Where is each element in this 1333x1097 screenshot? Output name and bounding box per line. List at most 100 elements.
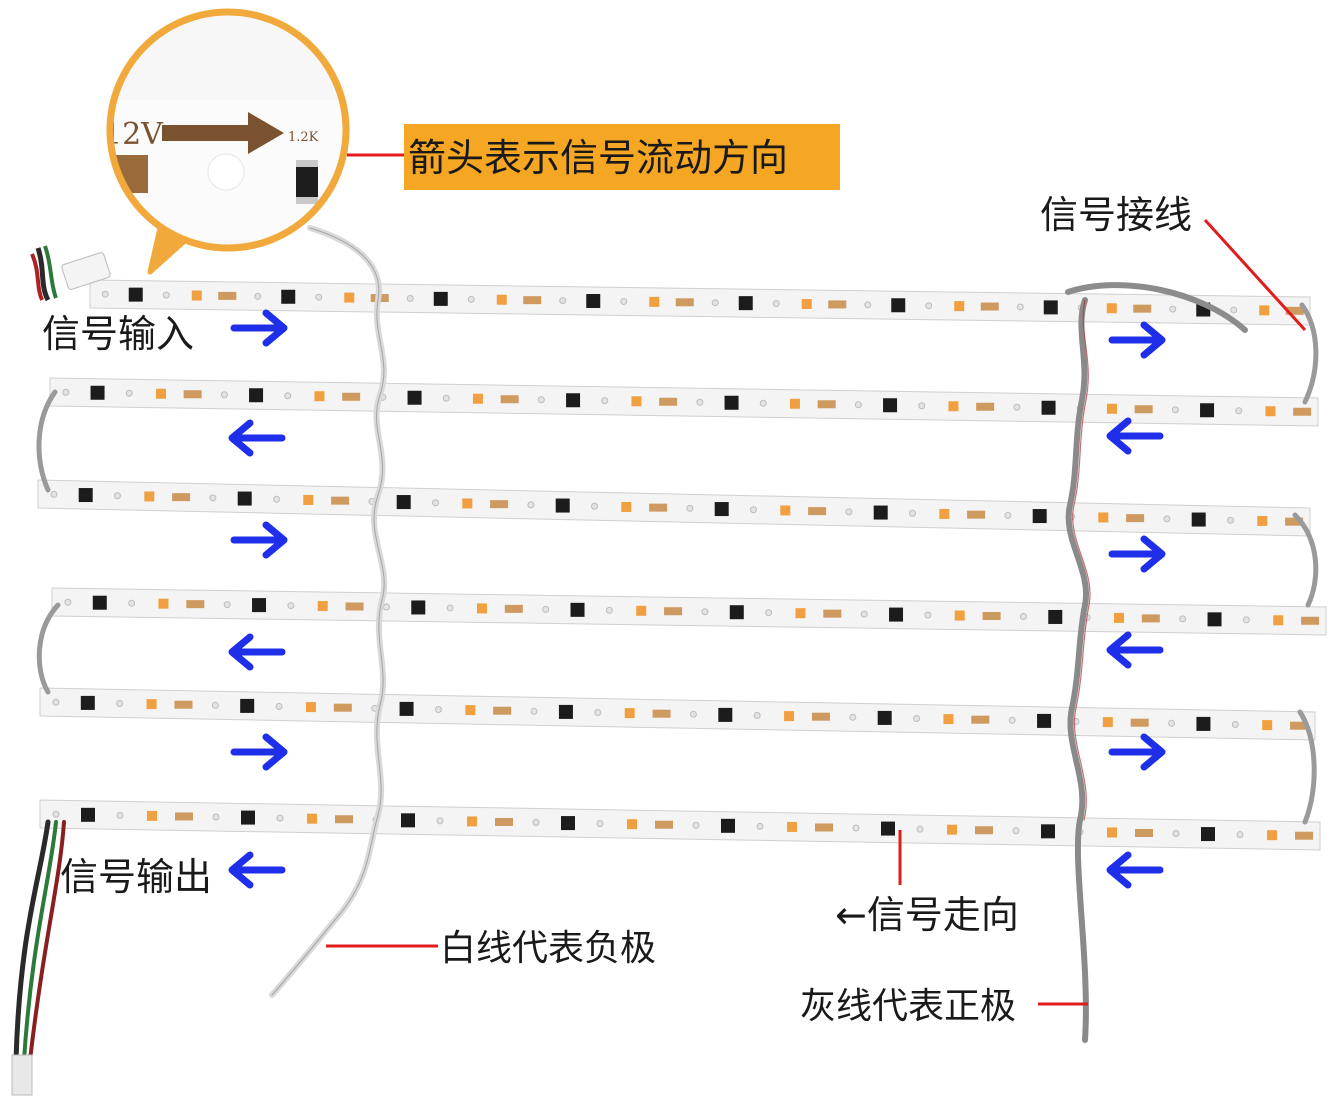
flow-arrow-left xyxy=(228,851,286,889)
solder-pads xyxy=(218,291,237,300)
solder-pads xyxy=(186,600,205,609)
smd-part xyxy=(1019,612,1027,620)
solder-pads xyxy=(655,820,673,829)
solder-pads xyxy=(976,402,995,411)
signal-jumper-wire xyxy=(1065,282,1248,333)
ic-chip xyxy=(891,298,906,313)
ic-chip xyxy=(81,807,95,822)
solder-pads xyxy=(649,503,668,512)
smd-part xyxy=(559,297,567,305)
solder-pads xyxy=(811,712,830,721)
flow-arrow-right xyxy=(1108,535,1166,573)
smd-part xyxy=(1171,406,1179,414)
smd-part xyxy=(212,813,220,821)
led xyxy=(1113,612,1124,623)
smd-part xyxy=(860,610,868,618)
output-leads xyxy=(11,819,66,1096)
led xyxy=(467,816,477,827)
ic-chip xyxy=(586,294,601,309)
white-wire-callout: 白线代表负极 xyxy=(326,928,656,969)
led xyxy=(789,398,800,409)
smd-part xyxy=(315,293,323,301)
ic-chip xyxy=(401,813,415,828)
smd-part xyxy=(925,302,933,310)
led xyxy=(1267,830,1277,841)
smd-part xyxy=(924,611,932,619)
led xyxy=(947,824,957,835)
smd-part xyxy=(542,605,550,613)
led xyxy=(636,605,647,616)
smd-part xyxy=(530,707,538,715)
smd-part xyxy=(162,291,170,299)
led xyxy=(627,819,637,830)
led xyxy=(1259,305,1270,316)
strip-board xyxy=(39,799,1321,851)
led-strip xyxy=(39,687,1316,741)
flow-arrow-right xyxy=(1108,733,1166,771)
ic-chip xyxy=(240,698,255,713)
solder-pads xyxy=(1133,304,1152,313)
solder-pads xyxy=(1301,616,1320,625)
led-strips xyxy=(37,279,1327,851)
led-strip xyxy=(49,377,1319,427)
led xyxy=(1106,303,1117,314)
solder-pads xyxy=(335,815,353,824)
led xyxy=(801,298,812,309)
gray-wire-callout: 灰线代表正极 xyxy=(800,986,1088,1027)
smd-part xyxy=(1236,831,1244,839)
smd-part xyxy=(620,297,628,305)
solder-pads xyxy=(980,302,999,311)
strip-board xyxy=(51,587,1327,636)
led xyxy=(1273,615,1284,626)
magnifier-arrow-shaft xyxy=(162,125,250,141)
signal-output-label: 信号输出 xyxy=(60,855,212,899)
ic-chip xyxy=(1041,400,1056,415)
smd-part xyxy=(1242,616,1250,624)
solder-pads xyxy=(175,812,193,821)
jumper-left-4-5 xyxy=(36,602,61,695)
solder-pads xyxy=(808,507,827,516)
led xyxy=(943,714,954,725)
white-wire-shadow xyxy=(271,227,385,996)
led xyxy=(954,301,965,312)
smd-part xyxy=(434,706,442,713)
smd-part xyxy=(1072,718,1080,725)
solder-pads xyxy=(495,817,513,826)
led xyxy=(787,821,797,832)
smd-part xyxy=(605,606,613,614)
smd-part xyxy=(50,490,58,498)
ic-chip xyxy=(1032,509,1047,524)
ic-chip xyxy=(249,388,264,403)
ic-chip xyxy=(714,502,729,517)
smd-part xyxy=(116,811,124,819)
led xyxy=(317,601,328,612)
flow-arrow-left xyxy=(1106,851,1164,889)
flow-arrow-left xyxy=(1106,631,1164,669)
magnifier-ring xyxy=(106,8,350,252)
smd-part xyxy=(284,392,292,400)
smd-part xyxy=(711,299,719,307)
led xyxy=(158,598,169,609)
ic-chip xyxy=(883,398,898,413)
smd-part xyxy=(275,703,283,710)
ic-chip xyxy=(729,605,744,620)
solder-pads xyxy=(1293,407,1312,416)
flow-arrow-left xyxy=(228,633,286,671)
jumper-left-2-3 xyxy=(36,389,58,493)
led xyxy=(1102,717,1113,728)
led xyxy=(465,705,476,716)
led xyxy=(948,401,959,412)
smd-part xyxy=(125,389,133,397)
ic-chip xyxy=(411,600,426,615)
smd-part xyxy=(759,399,767,407)
smd-part xyxy=(1172,830,1180,838)
magnifier: 12V 1.2K xyxy=(106,8,350,275)
smd-part xyxy=(854,401,862,409)
solder-pads xyxy=(342,392,361,401)
led xyxy=(472,393,483,404)
solder-pads xyxy=(1295,831,1313,840)
solder-pads xyxy=(817,400,836,409)
flow-arrow-right xyxy=(1108,321,1166,359)
smd-part xyxy=(223,601,231,609)
